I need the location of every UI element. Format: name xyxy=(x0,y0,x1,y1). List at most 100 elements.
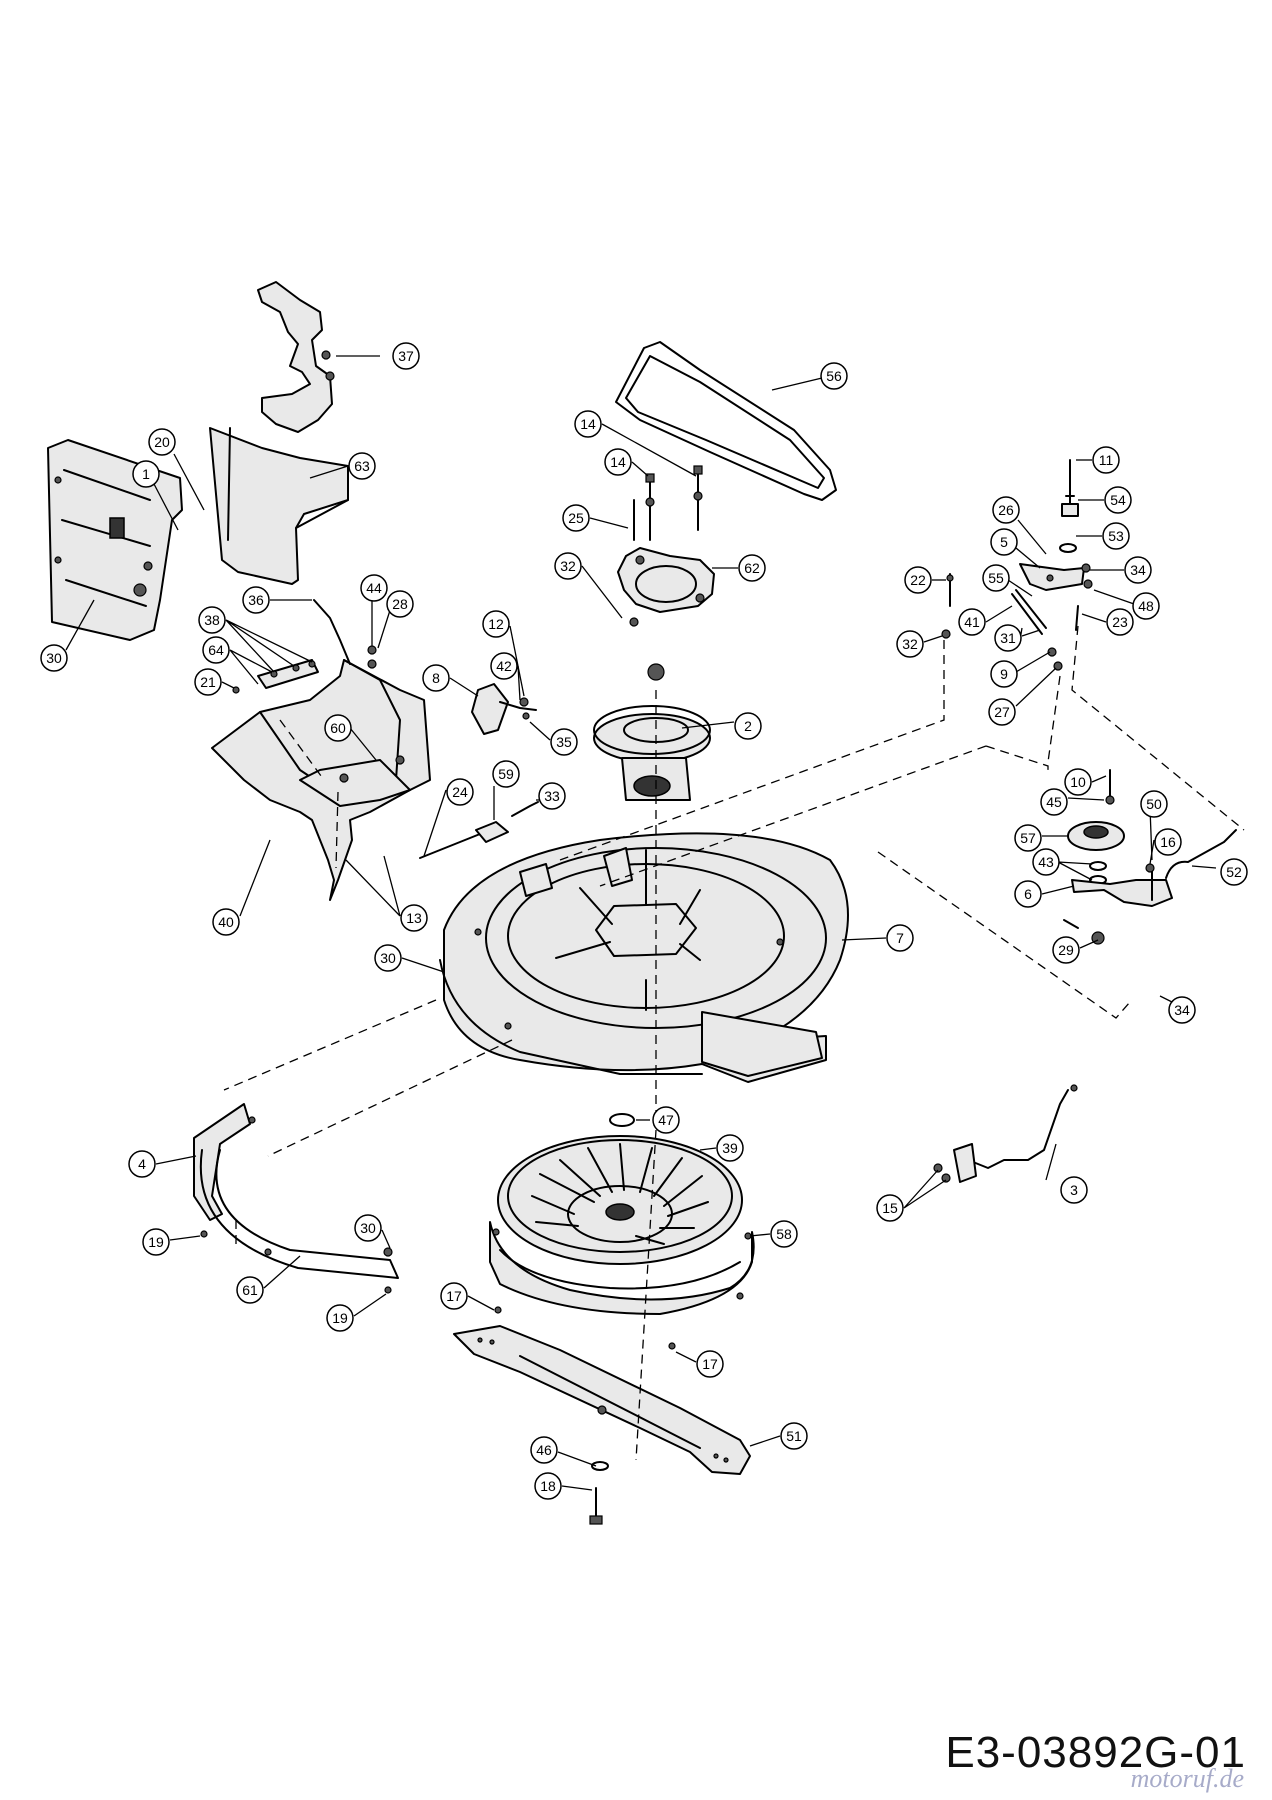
svg-text:50: 50 xyxy=(1146,796,1162,812)
callout: 25 xyxy=(562,504,629,532)
callout: 32 xyxy=(554,552,623,619)
svg-text:14: 14 xyxy=(610,454,626,470)
callout: 60 xyxy=(324,714,377,761)
callout: 51 xyxy=(749,1422,808,1450)
mower-deck xyxy=(439,832,849,1083)
callout: 19 xyxy=(326,1293,387,1332)
callout: 34 xyxy=(1159,995,1196,1024)
callout: 63 xyxy=(309,452,376,480)
svg-text:34: 34 xyxy=(1130,562,1146,578)
callout: 30 xyxy=(40,599,95,672)
callout: 41 xyxy=(958,605,1013,636)
svg-text:60: 60 xyxy=(330,720,346,736)
svg-text:3: 3 xyxy=(1070,1182,1078,1198)
callout: 53 xyxy=(1076,522,1130,550)
callout: 39 xyxy=(699,1134,744,1162)
svg-text:55: 55 xyxy=(988,570,1004,586)
callout: 16 xyxy=(1149,828,1182,865)
svg-text:23: 23 xyxy=(1112,614,1128,630)
callout: 30 xyxy=(354,1214,391,1249)
callout: 31 xyxy=(994,624,1041,652)
svg-text:16: 16 xyxy=(1160,834,1176,850)
spring-rod xyxy=(313,599,377,669)
blade-adapter-fan xyxy=(489,1113,755,1315)
svg-text:63: 63 xyxy=(354,458,370,474)
callout: 40 xyxy=(212,839,271,936)
callout: 61 xyxy=(236,1255,301,1304)
callout: 28 xyxy=(377,590,414,649)
callout: 52 xyxy=(1191,858,1248,886)
svg-text:32: 32 xyxy=(560,558,576,574)
chute-shield xyxy=(209,427,349,585)
callout: 57 xyxy=(1014,824,1068,852)
callout: 7 xyxy=(841,924,914,952)
svg-text:19: 19 xyxy=(148,1234,164,1250)
callout: 44 xyxy=(360,574,388,646)
callout: 14 xyxy=(604,448,649,477)
callout: 27 xyxy=(988,667,1057,726)
svg-text:32: 32 xyxy=(902,636,918,652)
callout: 45 xyxy=(1040,788,1105,816)
callout: 15 xyxy=(876,1169,947,1222)
svg-text:26: 26 xyxy=(998,502,1014,518)
svg-text:64: 64 xyxy=(208,642,224,658)
callout: 56 xyxy=(771,362,848,391)
drawing-code: E3-03892G-01 xyxy=(945,1728,1246,1777)
svg-text:40: 40 xyxy=(218,914,234,930)
bearing-plate xyxy=(617,547,715,613)
svg-text:22: 22 xyxy=(910,572,926,588)
discharge-deflector xyxy=(211,659,431,901)
svg-text:42: 42 xyxy=(496,658,512,674)
svg-text:11: 11 xyxy=(1099,452,1114,468)
callout: 11 xyxy=(1076,446,1120,474)
callout: 8 xyxy=(422,664,479,697)
svg-text:56: 56 xyxy=(826,368,842,384)
svg-text:14: 14 xyxy=(580,416,596,432)
callout: 35 xyxy=(529,721,578,756)
svg-text:20: 20 xyxy=(154,434,170,450)
clip-plate xyxy=(471,683,537,735)
svg-text:53: 53 xyxy=(1108,528,1124,544)
svg-text:54: 54 xyxy=(1110,492,1126,508)
callout: 47 xyxy=(636,1106,680,1134)
assembly-lines xyxy=(223,625,1245,1461)
callout: 14 xyxy=(574,410,697,477)
svg-text:62: 62 xyxy=(744,560,760,576)
svg-text:57: 57 xyxy=(1020,830,1036,846)
svg-text:30: 30 xyxy=(360,1220,376,1236)
callout: 22 xyxy=(904,566,946,594)
watermark-logo: motoruf.de xyxy=(1130,1764,1244,1793)
svg-text:10: 10 xyxy=(1070,774,1086,790)
callout: 43 xyxy=(1032,848,1093,881)
callout: 20 xyxy=(148,428,205,511)
svg-text:18: 18 xyxy=(540,1478,556,1494)
svg-text:33: 33 xyxy=(544,788,560,804)
svg-text:34: 34 xyxy=(1174,1002,1190,1018)
callout: 1 xyxy=(132,460,179,531)
svg-text:2: 2 xyxy=(744,718,752,734)
svg-text:9: 9 xyxy=(1000,666,1008,682)
callout: 23 xyxy=(1081,608,1134,636)
hinge-pin xyxy=(419,801,539,859)
svg-text:30: 30 xyxy=(380,950,396,966)
callout: 64 xyxy=(202,636,273,685)
svg-text:44: 44 xyxy=(366,580,382,596)
lift-rod xyxy=(933,1084,1078,1183)
callout: 2 xyxy=(681,712,762,740)
svg-text:25: 25 xyxy=(568,510,584,526)
svg-text:12: 12 xyxy=(488,616,504,632)
callout: 48 xyxy=(1093,589,1160,620)
callout: 10 xyxy=(1064,768,1107,796)
svg-text:48: 48 xyxy=(1138,598,1154,614)
svg-text:30: 30 xyxy=(46,650,62,666)
svg-text:15: 15 xyxy=(882,1200,898,1216)
svg-text:7: 7 xyxy=(896,930,904,946)
svg-text:13: 13 xyxy=(406,910,422,926)
svg-text:46: 46 xyxy=(536,1442,552,1458)
callout: 54 xyxy=(1078,486,1132,514)
callout: 24 xyxy=(423,778,474,857)
callout: 38 xyxy=(198,606,313,673)
svg-text:35: 35 xyxy=(556,734,572,750)
svg-text:61: 61 xyxy=(242,1282,258,1298)
